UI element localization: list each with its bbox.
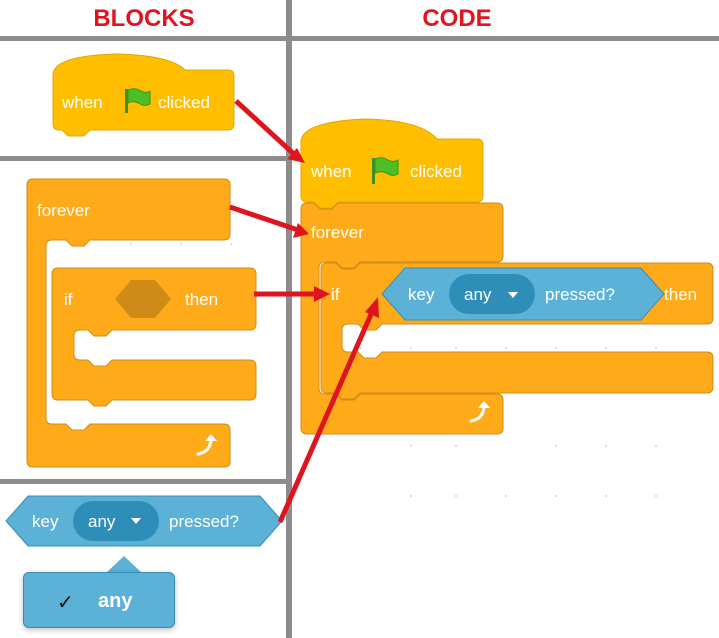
arrow-key-pressed	[277, 310, 375, 524]
palette-empty-condition-slot[interactable]	[115, 280, 171, 318]
grid-dot	[410, 495, 412, 497]
grid-dot	[410, 347, 412, 349]
checkmark-icon: ✓	[57, 592, 74, 614]
palette-key-label: key	[32, 512, 59, 531]
vertical-divider	[286, 0, 292, 638]
grid-dot	[655, 445, 657, 447]
arrow-when-flag-head	[287, 148, 305, 163]
palette-if-label: if	[64, 290, 73, 309]
arrow-forever-head	[293, 223, 309, 238]
code-key-label: key	[408, 285, 435, 304]
grid-dot	[605, 495, 607, 497]
grid-dot	[230, 243, 232, 245]
grid-dot	[455, 445, 457, 447]
grid-dot	[130, 243, 132, 245]
grid-dot	[505, 347, 507, 349]
code-then-label: then	[664, 285, 698, 304]
code-key-dropdown[interactable]	[449, 274, 535, 314]
rotate-arrow-icon	[469, 401, 490, 423]
key-dropdown-menu[interactable]	[23, 572, 175, 628]
grid-dot	[655, 495, 657, 497]
grid-dot	[555, 495, 557, 497]
green-flag-icon	[125, 88, 151, 113]
green-flag-icon	[372, 157, 399, 184]
arrow-if-then-head	[314, 286, 330, 302]
palette-then-label: then	[185, 290, 219, 309]
grid-dot	[180, 243, 182, 245]
grid-dot	[555, 445, 557, 447]
palette-divider-1	[0, 156, 286, 161]
code-clicked-label: clicked	[410, 162, 462, 181]
grid-dot	[455, 495, 457, 497]
grid-dot	[455, 347, 457, 349]
palette-clicked-label: clicked	[158, 93, 210, 112]
dropdown-caret-icon	[508, 292, 518, 298]
grid-dot	[505, 495, 507, 497]
blocks-header: BLOCKS	[93, 5, 195, 32]
code-pressed-label: pressed?	[545, 285, 615, 304]
arrow-when-flag	[234, 99, 298, 158]
dropdown-caret-icon	[131, 518, 141, 524]
palette-if-then-block[interactable]	[51, 267, 257, 407]
palette-pressed-label: pressed?	[169, 512, 239, 531]
palette-forever-label: forever	[37, 201, 90, 220]
grid-dot	[655, 347, 657, 349]
grid-dot	[360, 347, 362, 349]
code-key-option: any	[464, 285, 492, 304]
code-header: CODE	[422, 5, 492, 32]
arrow-key-pressed-head	[365, 297, 379, 318]
arrow-forever	[229, 204, 299, 233]
dropdown-option-any[interactable]: any	[98, 590, 133, 612]
code-if-label: if	[331, 285, 340, 304]
palette-key-dropdown[interactable]	[73, 501, 159, 541]
grid-dot	[555, 347, 557, 349]
code-forever-block[interactable]	[300, 202, 504, 435]
dropdown-menu-pointer	[106, 556, 142, 573]
grid-dot	[605, 445, 607, 447]
grid-dot	[410, 445, 412, 447]
grid-dot	[605, 347, 607, 349]
code-forever-label: forever	[311, 223, 364, 242]
rotate-arrow-icon	[196, 434, 217, 456]
palette-key-option: any	[88, 512, 116, 531]
connector-arrows	[229, 99, 379, 524]
palette-divider-2	[0, 479, 286, 484]
header-divider	[0, 36, 719, 41]
palette-when-label: when	[62, 93, 103, 112]
code-when-label: when	[311, 162, 352, 181]
